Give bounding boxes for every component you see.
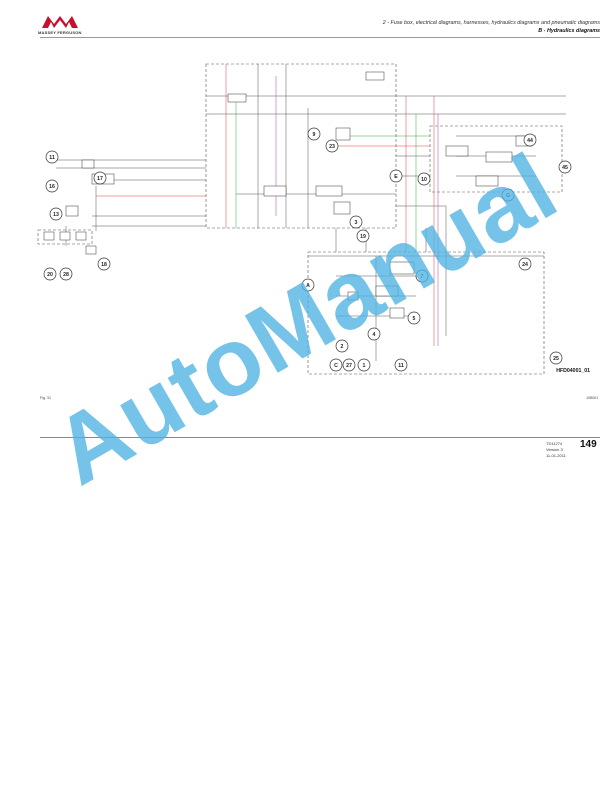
header-divider xyxy=(40,37,600,38)
component-label: 3 xyxy=(349,215,363,229)
component-label: 13 xyxy=(49,207,63,221)
svg-text:1: 1 xyxy=(363,363,366,369)
component-label: 28 xyxy=(59,267,73,281)
svg-text:E: E xyxy=(394,174,398,180)
section-title: 2 - Fuse box, electrical diagrams, harne… xyxy=(382,20,600,26)
component-label: 27 xyxy=(342,358,356,372)
component-label: 24 xyxy=(518,257,532,271)
diagram-reference: HFD04001_01 xyxy=(556,368,590,374)
svg-text:11: 11 xyxy=(49,155,55,161)
svg-text:28: 28 xyxy=(63,272,69,278)
svg-text:45: 45 xyxy=(562,165,568,171)
component-label: 17 xyxy=(93,171,107,185)
page-number: 149 xyxy=(580,439,597,450)
component-label: 9 xyxy=(307,127,321,141)
footer-doc-info: TD11274 Version 3 11-01-2011 xyxy=(546,441,566,459)
doc-id: TD11274 xyxy=(546,441,563,446)
component-label: E xyxy=(389,169,403,183)
component-label: G xyxy=(501,188,515,202)
component-label: 1 xyxy=(357,358,371,372)
subsection-title: B - Hydraulics diagrams xyxy=(538,28,600,34)
doc-date: 11-01-2011 xyxy=(546,453,566,458)
component-label: A xyxy=(301,278,315,292)
component-label: 11 xyxy=(394,358,408,372)
figure-caption: Fig. 31 xyxy=(40,396,51,400)
svg-text:44: 44 xyxy=(527,138,533,144)
svg-text:C: C xyxy=(334,363,338,369)
footer-divider xyxy=(40,437,600,438)
component-label: 10 xyxy=(417,172,431,186)
component-label: 18 xyxy=(97,257,111,271)
component-label: 23 xyxy=(325,139,339,153)
svg-text:7: 7 xyxy=(421,274,424,280)
svg-text:24: 24 xyxy=(522,262,528,268)
svg-text:5: 5 xyxy=(413,316,416,322)
brand-logo-icon xyxy=(40,14,80,36)
component-label: 16 xyxy=(45,179,59,193)
component-label: 44 xyxy=(523,133,537,147)
component-label: 20 xyxy=(43,267,57,281)
svg-text:25: 25 xyxy=(553,356,559,362)
svg-text:19: 19 xyxy=(360,234,366,240)
svg-text:9: 9 xyxy=(313,132,316,138)
hydraulic-diagram: 11 16 17 13 18 20 28 9 23 E 10 44 45 G 3… xyxy=(37,63,572,375)
svg-text:2: 2 xyxy=(341,344,344,350)
doc-version: Version 3 xyxy=(546,447,563,452)
svg-text:10: 10 xyxy=(421,177,427,183)
component-label: 5 xyxy=(407,311,421,325)
component-label: 4 xyxy=(367,327,381,341)
svg-text:17: 17 xyxy=(97,176,103,182)
component-label: 11 xyxy=(45,150,59,164)
svg-text:16: 16 xyxy=(49,184,55,190)
figure-code: 10B001 xyxy=(586,396,598,400)
svg-text:27: 27 xyxy=(346,363,352,369)
svg-text:13: 13 xyxy=(53,212,59,218)
svg-text:20: 20 xyxy=(47,272,53,278)
component-label: 19 xyxy=(356,229,370,243)
svg-text:3: 3 xyxy=(355,220,358,226)
svg-text:11: 11 xyxy=(398,363,404,369)
svg-text:18: 18 xyxy=(101,262,107,268)
component-label: 45 xyxy=(558,160,572,174)
component-label: C xyxy=(329,358,343,372)
brand-name: MASSEY FERGUSON xyxy=(38,30,82,35)
component-label: 7 xyxy=(415,269,429,283)
svg-text:G: G xyxy=(506,193,510,199)
svg-text:A: A xyxy=(306,283,310,289)
component-label: 25 xyxy=(549,351,563,365)
svg-text:4: 4 xyxy=(373,332,376,338)
svg-text:23: 23 xyxy=(329,144,335,150)
component-label: 2 xyxy=(335,339,349,353)
